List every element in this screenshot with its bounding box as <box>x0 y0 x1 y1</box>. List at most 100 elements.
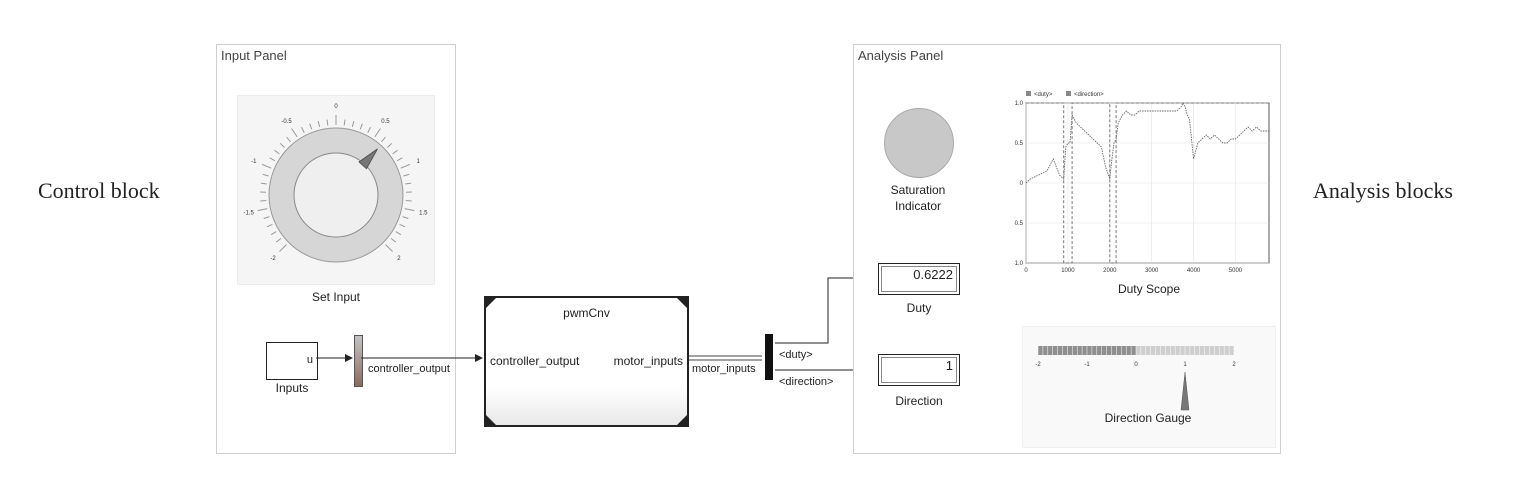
direction-label: Direction <box>895 394 943 408</box>
saturation-label-line1: Saturation <box>890 183 946 197</box>
inputs-block[interactable]: u <box>266 342 318 380</box>
analysis-panel-title: Analysis Panel <box>858 48 944 63</box>
knob-tick <box>392 149 398 155</box>
subsystem-out-port: motor_inputs <box>613 354 683 368</box>
duty-line <box>775 274 875 344</box>
knob-tick <box>395 231 402 236</box>
knob-tick <box>402 216 409 219</box>
knob-pointer-icon[interactable] <box>358 148 378 170</box>
knob-tick-label: 1 <box>417 159 421 165</box>
input-panel: Input Panel -2 -1.5 -1 -0.5 0 0.5 1 1.5 2 Set In… <box>216 44 456 454</box>
knob-tick <box>405 182 412 185</box>
knob-tick <box>351 120 355 128</box>
direction-display[interactable]: 1 <box>878 354 960 386</box>
knob-tick <box>279 143 285 148</box>
gauge-tick-label: 0 <box>1134 362 1138 368</box>
legend-swatch-direction <box>1066 91 1071 96</box>
direction-display-value: 1 <box>945 358 953 373</box>
scope-y-tick-label: 1.0 <box>1015 101 1024 107</box>
bus-output-direction: <direction> <box>779 376 834 388</box>
knob-tick <box>374 128 381 138</box>
scope-y-tick-label: 0.5 <box>1015 141 1024 147</box>
inputs-label: Inputs <box>275 381 309 395</box>
scope-series-direction <box>1026 102 1269 264</box>
knob-tick <box>399 223 406 228</box>
scope-y-tick-label: -1.0 <box>1014 261 1024 267</box>
knob-tick-label: 1.5 <box>419 210 428 216</box>
scope-y-tick-label: 0 <box>1020 181 1024 187</box>
controller-output-signal-label: controller_output <box>368 363 450 375</box>
knob-tick <box>326 119 329 126</box>
knob-tick <box>403 173 410 177</box>
duty-display-value: 0.6222 <box>913 267 953 282</box>
knob-tick <box>359 123 363 130</box>
input-panel-title: Input Panel <box>221 48 287 63</box>
knob-tick <box>276 237 282 243</box>
knob-tick <box>387 143 393 148</box>
mux-block[interactable] <box>354 335 363 387</box>
gauge-tick-label: 2 <box>1232 362 1236 368</box>
scope-x-tick-label: 0 <box>1024 268 1028 274</box>
knob-tick <box>317 120 321 128</box>
knob-tick <box>260 182 267 185</box>
knob-tick-label: 2 <box>397 256 401 262</box>
control-block-label: Control block <box>38 178 160 203</box>
pwmcnv-subsystem[interactable]: pwmCnv controller_output motor_inputs <box>484 296 689 427</box>
gauge-needle-icon[interactable] <box>1180 371 1190 411</box>
subsystem-corner-marks <box>486 298 687 425</box>
knob-tick <box>381 136 386 143</box>
knob-tick-label: -0.5 <box>281 119 292 125</box>
duty-scope-label: Duty Scope <box>1117 282 1181 296</box>
knob-tick <box>262 173 269 177</box>
set-input-knob[interactable]: -2 -1.5 -1 -0.5 0 0.5 1 1.5 2 <box>238 96 434 284</box>
knob-tick-label: 0.5 <box>381 119 390 125</box>
motor-inputs-signal-label: motor_inputs <box>692 363 756 375</box>
knob-tick-label: 0 <box>334 104 338 110</box>
legend-swatch-duty <box>1026 91 1031 96</box>
knob-tick <box>343 119 346 126</box>
set-input-label: Set Input <box>311 290 361 304</box>
gauge-tick-label: -2 <box>1035 362 1041 368</box>
knob-tick <box>261 163 272 169</box>
inputs-port-label: u <box>306 354 313 366</box>
knob-tick <box>367 127 371 133</box>
knob-frame: -2 -1.5 -1 -0.5 0 0.5 1 1.5 2 <box>237 95 435 285</box>
analysis-blocks-label: Analysis blocks <box>1313 178 1453 203</box>
knob-tick <box>269 157 276 162</box>
knob-face[interactable] <box>293 152 379 238</box>
scope-x-tick-label: 3000 <box>1145 268 1159 274</box>
knob-tick <box>390 237 396 243</box>
scope-legend: <duty> <direction> <box>1026 91 1104 98</box>
knob-tick-label: -1.5 <box>244 210 255 216</box>
analysis-panel: Analysis Panel Saturation Indicator 0.62… <box>853 44 1281 454</box>
knob-tick <box>270 231 277 236</box>
scope-y-tick-label: -0.5 <box>1014 221 1024 227</box>
duty-display[interactable]: 0.6222 <box>878 263 960 295</box>
scope-x-tick-label: 5000 <box>1229 268 1243 274</box>
knob-tick <box>266 223 273 228</box>
gauge-tick-label: 1 <box>1183 362 1187 368</box>
knob-tick <box>291 128 298 138</box>
legend-duty: <duty> <box>1034 92 1053 98</box>
knob-tick <box>301 127 305 133</box>
knob-tick <box>257 208 268 212</box>
knob-tick-label: -1 <box>251 159 257 165</box>
knob-tick <box>385 244 393 252</box>
duty-label: Duty <box>906 301 932 315</box>
knob-tick-label: -2 <box>270 256 276 262</box>
knob-tick <box>309 123 313 130</box>
scope-x-tick-label: 4000 <box>1187 268 1201 274</box>
bus-selector-block[interactable] <box>765 334 773 380</box>
saturation-lamp[interactable] <box>884 108 954 178</box>
subsystem-in-port: controller_output <box>490 354 580 368</box>
bus-output-duty: <duty> <box>779 349 813 361</box>
knob-tick <box>279 244 287 252</box>
subsystem-name: pwmCnv <box>563 306 610 320</box>
knob-tick <box>400 163 411 169</box>
knob-tick <box>263 216 270 219</box>
knob-tick <box>404 208 415 212</box>
knob-tick <box>274 149 280 155</box>
